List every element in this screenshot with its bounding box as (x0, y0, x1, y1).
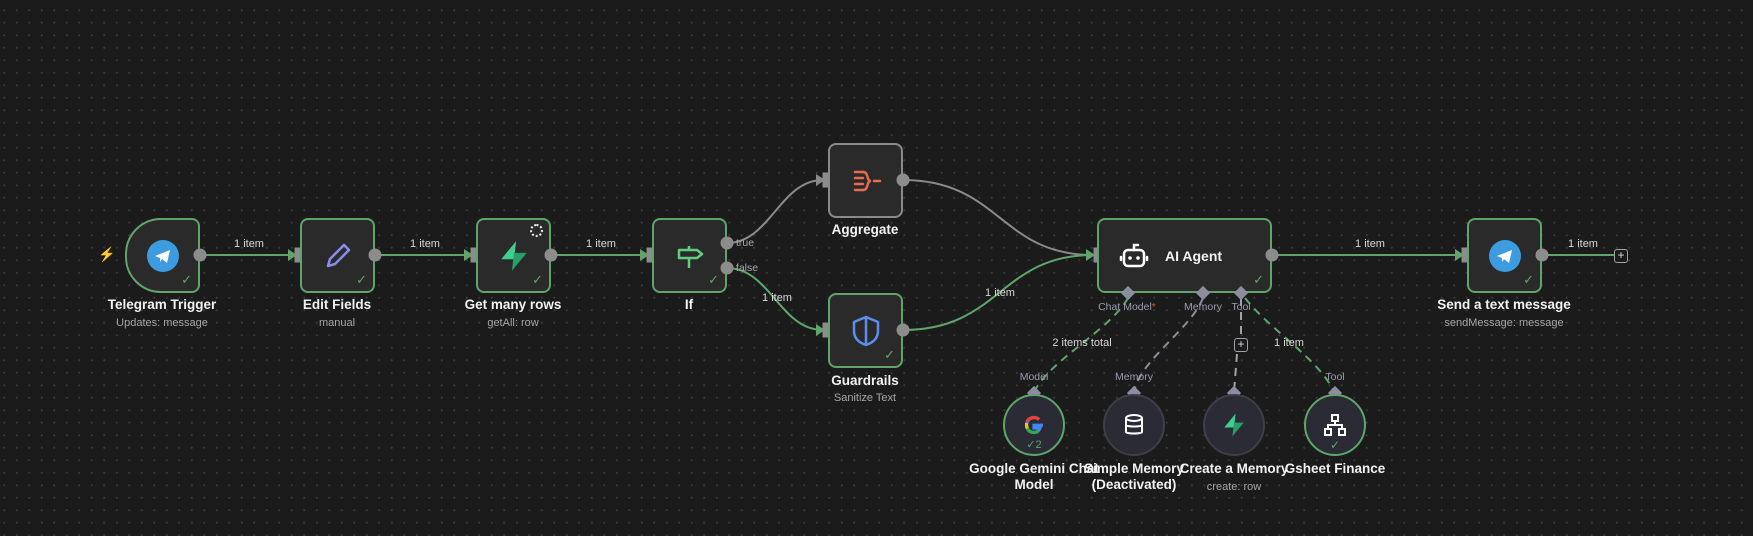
node-subtitle: Updates: message (116, 317, 208, 329)
output-handle[interactable] (193, 248, 207, 262)
edge-label: 2 items total (1052, 337, 1112, 349)
success-check-icon: ✓ (181, 272, 192, 287)
output-handle[interactable] (896, 173, 910, 187)
telegram-icon (146, 239, 179, 272)
run-count-badge: ✓2 (1026, 439, 1042, 451)
supabase-icon (500, 240, 527, 271)
output-handle[interactable] (544, 248, 558, 262)
node-ai-agent[interactable]: AI Agent ✓ (1097, 218, 1272, 293)
edge-label: 1 item (1355, 238, 1385, 250)
port-label-memory: Memory (1115, 371, 1153, 383)
port-label-tool: Tool (1325, 371, 1345, 383)
node-title: Gsheet Finance (1284, 461, 1386, 476)
node-title: Telegram Trigger (107, 297, 217, 312)
add-tool-button[interactable]: + (1234, 338, 1248, 352)
output-handle-false[interactable] (720, 261, 734, 275)
shield-icon (852, 315, 879, 346)
success-check-icon: ✓ (532, 272, 543, 287)
output-handle[interactable] (1265, 248, 1279, 262)
node-title: If (684, 297, 694, 312)
edge-guardrails-agent (902, 254, 1094, 331)
output-handle[interactable] (368, 248, 382, 262)
input-handle[interactable] (470, 247, 478, 263)
node-title: Guardrails (831, 373, 899, 388)
node-title: Get many rows (464, 297, 562, 312)
output-handle-true[interactable] (720, 236, 734, 250)
node-google-gemini[interactable]: ✓2 (1003, 394, 1065, 456)
aggregate-icon (853, 170, 881, 191)
node-telegram-trigger[interactable]: ✓ (125, 218, 200, 293)
edge-label: 1 item (234, 238, 264, 250)
supabase-icon (1224, 413, 1244, 437)
node-edit-fields[interactable]: ✓ (300, 218, 375, 293)
success-check-icon: ✓ (1523, 272, 1534, 287)
node-create-memory[interactable] (1203, 394, 1265, 456)
database-icon (1125, 414, 1143, 435)
node-subtitle: Sanitize Text (833, 392, 897, 404)
output-handle[interactable] (896, 323, 910, 337)
add-node-button[interactable]: + (1614, 249, 1628, 263)
node-subtitle: create: row (1206, 481, 1262, 493)
edge-label: 1 item (762, 292, 792, 304)
telegram-icon (1488, 239, 1521, 272)
success-check-icon: ✓ (884, 347, 895, 362)
port-label-tool: Tool (1231, 301, 1251, 313)
edge-tool-create (1233, 298, 1242, 393)
success-check-icon: ✓ (1253, 272, 1264, 287)
signpost-icon (677, 245, 703, 268)
input-handle[interactable] (822, 322, 830, 338)
node-title: Simple Memory(Deactivated) (1084, 461, 1184, 492)
input-handle[interactable] (822, 172, 830, 188)
node-subtitle: sendMessage: message (1444, 317, 1564, 329)
node-simple-memory[interactable] (1103, 394, 1165, 456)
node-gsheet-finance[interactable]: ✓ (1304, 394, 1366, 456)
workflow-icon (1324, 414, 1346, 436)
output-label-true: true (735, 237, 755, 249)
node-aggregate[interactable] (828, 143, 903, 218)
edge-if-true-aggregate (726, 179, 824, 244)
edge-label: 1 item (586, 238, 616, 250)
port-label-model: Model (1019, 371, 1049, 383)
node-title: AI Agent (1165, 247, 1223, 264)
node-subtitle: getAll: row (487, 317, 539, 329)
success-check-icon: ✓ (708, 272, 719, 287)
node-guardrails[interactable]: ✓ (828, 293, 903, 368)
robot-icon (1119, 243, 1149, 267)
edge-label: 1 item (1274, 337, 1304, 349)
node-send-message[interactable]: ✓ (1467, 218, 1542, 293)
edge-label: 1 item (985, 287, 1015, 299)
trigger-bolt-icon: ⚡ (98, 246, 116, 262)
success-check-icon: ✓ (356, 272, 367, 287)
edge-if-false-guardrails (726, 267, 824, 331)
input-handle[interactable] (294, 247, 302, 263)
pinned-data-icon[interactable] (530, 224, 543, 237)
edge-tool-gsheet (1244, 297, 1335, 393)
node-title: Aggregate (831, 222, 899, 237)
success-check-icon: ✓ (1329, 438, 1341, 452)
node-title: Send a text message (1437, 297, 1571, 312)
output-handle[interactable] (1535, 248, 1549, 262)
edge-memory-agent (1133, 297, 1204, 393)
edge-label: 1 item (1568, 238, 1598, 250)
pencil-icon (326, 243, 350, 267)
edge-aggregate-agent (902, 179, 1094, 256)
node-subtitle: manual (318, 317, 356, 329)
google-icon (1024, 415, 1043, 435)
port-label-memory: Memory (1184, 301, 1222, 313)
output-label-false: false (735, 262, 759, 274)
input-handle[interactable] (646, 247, 654, 263)
port-label-chat-model: Chat Model* (1098, 301, 1156, 313)
node-get-many-rows[interactable]: ✓ (476, 218, 551, 293)
edge-label: 1 item (410, 238, 440, 250)
node-if[interactable]: ✓ (652, 218, 727, 293)
node-title: Create a Memory (1179, 461, 1289, 476)
input-handle[interactable] (1461, 247, 1469, 263)
node-title: Edit Fields (302, 297, 372, 312)
